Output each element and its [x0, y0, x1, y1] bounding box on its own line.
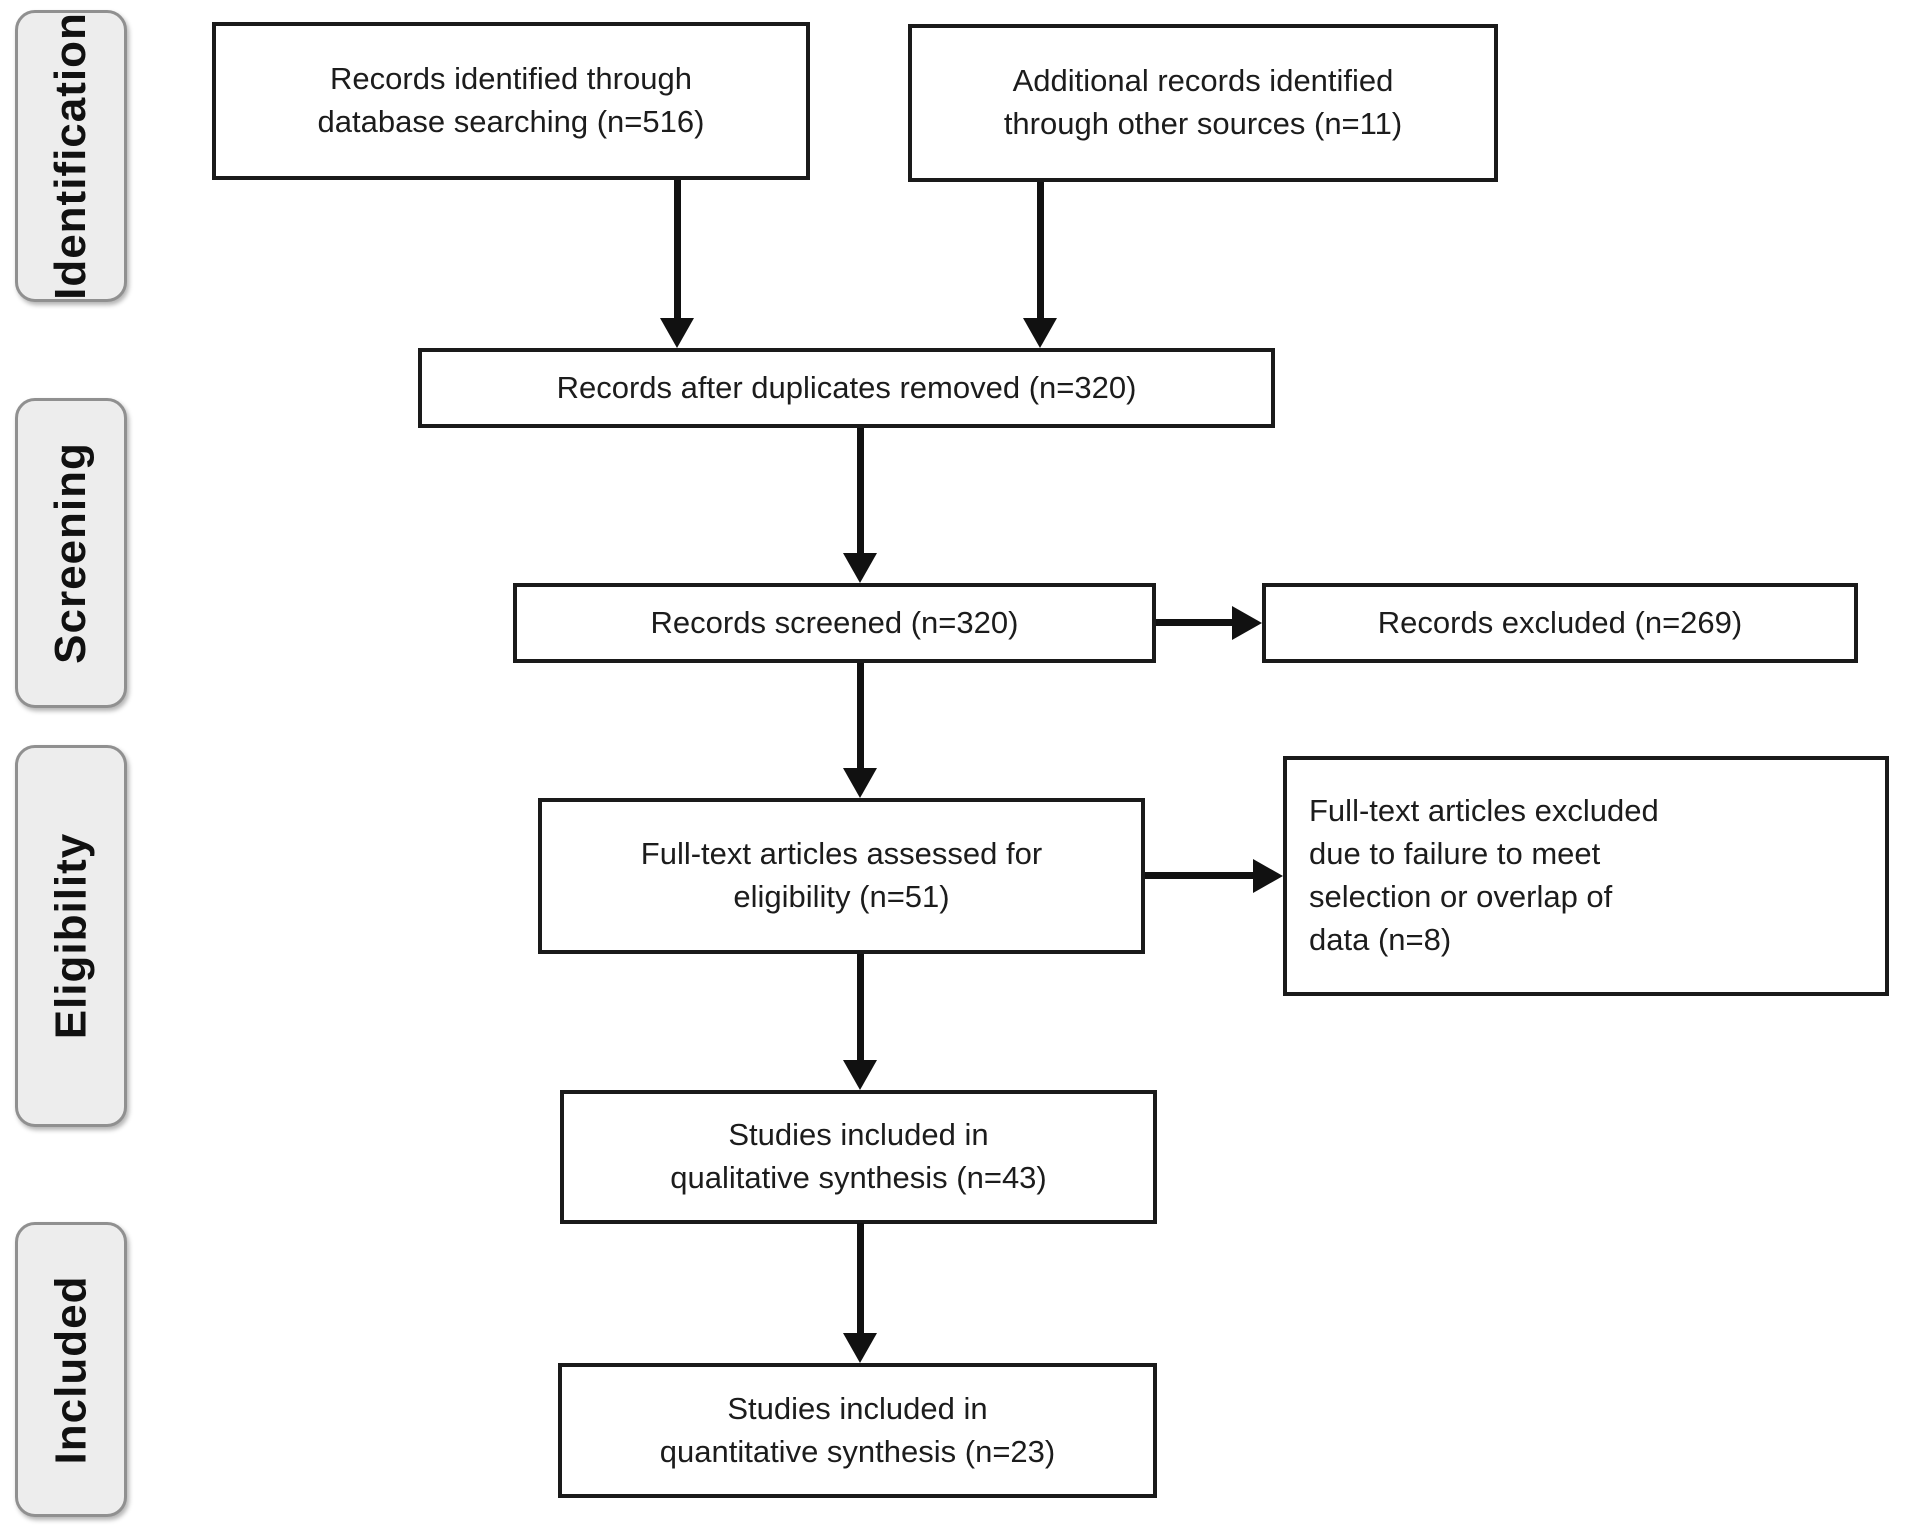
node-qualitative-synthesis: Studies included in qualitative synthesi…	[560, 1090, 1157, 1224]
node-fulltext-excluded: Full-text articles excluded due to failu…	[1283, 756, 1889, 996]
node-records-identified: Records identified through database sear…	[212, 22, 810, 180]
arrow-fulltext-to-qualitative-head-icon	[843, 1060, 877, 1090]
arrow-screened-to-excluded-line	[1156, 619, 1234, 626]
node-duplicates-removed-text: Records after duplicates removed (n=320)	[556, 369, 1137, 405]
stage-label-eligibility: Eligibility	[15, 745, 127, 1127]
node-qualitative-synthesis-text: Studies included in qualitative synthesi…	[670, 1117, 1047, 1195]
arrow-duplicates-to-screened-head-icon	[843, 553, 877, 583]
node-quantitative-synthesis: Studies included in quantitative synthes…	[558, 1363, 1157, 1498]
node-quantitative-synthesis-text: Studies included in quantitative synthes…	[659, 1390, 1056, 1469]
arrow-screened-to-fulltext-line	[857, 663, 864, 771]
arrow-screened-to-fulltext-head-icon	[843, 768, 877, 798]
arrow-qualitative-to-quantitative-head-icon	[843, 1333, 877, 1363]
arrow-qualitative-to-quantitative-line	[857, 1223, 864, 1335]
node-records-identified-text: Records identified through database sear…	[317, 61, 705, 139]
node-additional-records-text: Additional records identified through ot…	[1003, 63, 1403, 141]
stage-label-identification-text: Identification	[46, 12, 95, 300]
node-fulltext-excluded-text: Full-text articles excluded due to failu…	[1309, 793, 1659, 957]
stage-label-included-text: Included	[46, 1275, 95, 1464]
arrow-identified-to-duplicates-line	[674, 180, 681, 322]
stage-label-identification: Identification	[15, 10, 127, 302]
node-duplicates-removed: Records after duplicates removed (n=320)	[418, 348, 1275, 428]
arrow-screened-to-excluded-head-icon	[1232, 606, 1262, 640]
node-records-excluded: Records excluded (n=269)	[1262, 583, 1858, 663]
stage-label-included: Included	[15, 1222, 127, 1517]
node-records-screened: Records screened (n=320)	[513, 583, 1156, 663]
node-additional-records: Additional records identified through ot…	[908, 24, 1498, 182]
arrow-assessed-to-excluded-head-icon	[1253, 859, 1283, 893]
node-records-screened-text: Records screened (n=320)	[650, 604, 1019, 640]
node-fulltext-assessed: Full-text articles assessed for eligibil…	[538, 798, 1145, 954]
arrow-additional-to-duplicates-head-icon	[1023, 318, 1057, 348]
stage-label-screening-text: Screening	[46, 442, 95, 664]
arrow-assessed-to-excluded-line	[1145, 872, 1255, 879]
arrow-identified-to-duplicates-head-icon	[660, 318, 694, 348]
arrow-duplicates-to-screened-line	[857, 428, 864, 556]
node-records-excluded-text: Records excluded (n=269)	[1377, 604, 1743, 640]
arrow-additional-to-duplicates-line	[1037, 182, 1044, 322]
stage-label-screening: Screening	[15, 398, 127, 708]
arrow-fulltext-to-qualitative-line	[857, 954, 864, 1063]
node-fulltext-assessed-text: Full-text articles assessed for eligibil…	[640, 836, 1043, 914]
stage-label-eligibility-text: Eligibility	[46, 832, 96, 1040]
